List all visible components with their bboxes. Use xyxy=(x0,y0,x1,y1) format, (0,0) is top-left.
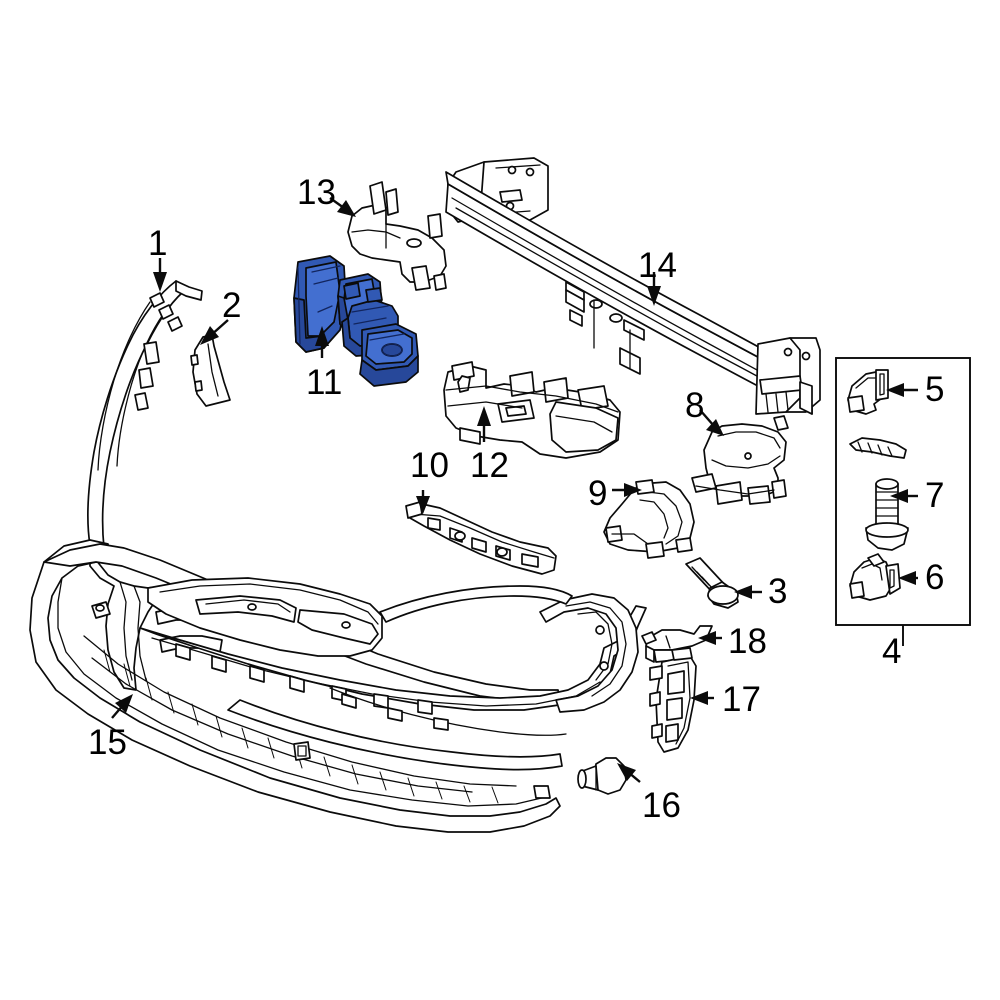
leader-15 xyxy=(111,694,133,719)
part-2-bumper-side-cover-bracket xyxy=(190,334,231,407)
callout-number-8[interactable]: 8 xyxy=(685,386,705,425)
part-12-bumper-absorber-bracket xyxy=(443,361,621,459)
part-8-bumper-cover-side-support xyxy=(691,415,789,505)
callout-number-10[interactable]: 10 xyxy=(410,446,449,485)
callout-number-2[interactable]: 2 xyxy=(222,286,242,325)
part-3-bumper-mounting-bolt xyxy=(685,557,739,609)
callout-number-14[interactable]: 14 xyxy=(638,246,677,285)
leader-13 xyxy=(329,197,356,217)
part-18-bumper-side-clip-bracket xyxy=(641,625,713,663)
callout-number-5[interactable]: 5 xyxy=(925,370,945,409)
callout-number-1[interactable]: 1 xyxy=(148,224,168,263)
callout-number-4[interactable]: 4 xyxy=(882,632,902,671)
part-11-bumper-cover-side-bracket-highlighted xyxy=(293,255,419,387)
leader-1 xyxy=(153,258,167,292)
leader-2 xyxy=(200,319,229,345)
callout-number-6[interactable]: 6 xyxy=(925,558,945,597)
leader-9 xyxy=(612,483,642,497)
callout-number-11[interactable]: 11 xyxy=(306,363,343,402)
part-16-bumper-push-pin-retainer xyxy=(577,757,627,795)
leader-8 xyxy=(699,409,724,436)
part-9-fog-lamp-bezel-bracket xyxy=(603,479,695,559)
part-17-bumper-side-guide-bracket xyxy=(649,647,697,753)
leader-7 xyxy=(890,489,918,503)
leader-3 xyxy=(734,585,762,599)
part-13-upper-bumper-mounting-bracket xyxy=(347,181,447,291)
callout-number-15[interactable]: 15 xyxy=(88,723,127,762)
callout-number-18[interactable]: 18 xyxy=(728,622,767,661)
part-10-lower-grille-reinforcement xyxy=(405,501,557,575)
leader-5 xyxy=(886,383,918,397)
callout-number-13[interactable]: 13 xyxy=(297,173,336,212)
leader-18 xyxy=(698,631,722,645)
part-14-bumper-impact-bar xyxy=(445,157,821,415)
callout-number-9[interactable]: 9 xyxy=(588,474,608,513)
callout-number-16[interactable]: 16 xyxy=(642,786,681,825)
part-7-bumper-screw-grommet xyxy=(865,478,909,551)
callout-number-3[interactable]: 3 xyxy=(768,572,788,611)
leader-14 xyxy=(647,272,661,306)
bumper-cover-grille-frame xyxy=(139,577,647,771)
callout-number-17[interactable]: 17 xyxy=(722,680,761,719)
part-5-bumper-cover-retainer-clip xyxy=(847,369,907,459)
leader-11 xyxy=(315,326,329,358)
leader-16 xyxy=(617,763,641,783)
callout-number-7[interactable]: 7 xyxy=(925,476,945,515)
callout-number-12[interactable]: 12 xyxy=(470,446,509,485)
leader-12 xyxy=(477,406,491,442)
leader-6 xyxy=(898,571,918,585)
leader-17 xyxy=(690,691,714,705)
group-4-clip-box xyxy=(835,357,971,646)
leader-10 xyxy=(416,490,430,514)
part-6-bumper-cover-clip xyxy=(849,553,901,601)
